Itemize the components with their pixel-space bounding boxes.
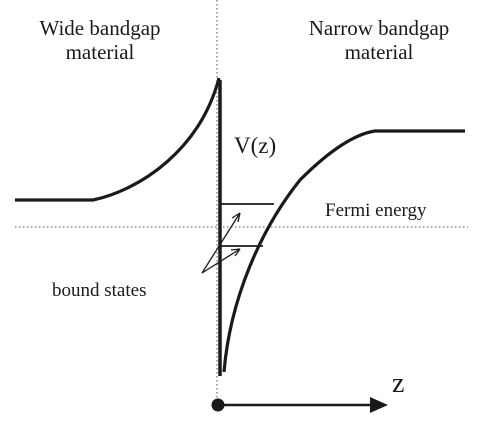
z-axis-arrowhead — [370, 397, 388, 413]
left-band-curve — [15, 77, 221, 202]
left-material-line-2: material — [65, 40, 135, 65]
right-material-line-2: material — [344, 40, 414, 65]
fermi-energy-label: Fermi energy — [325, 200, 427, 221]
bound-state-arrow-1 — [201, 212, 241, 274]
bound-states-label: bound states — [52, 280, 147, 301]
bound-state-arrow-2 — [201, 248, 241, 274]
right-potential-curve — [222, 129, 465, 373]
z-axis-label: z — [392, 368, 405, 399]
left-material-label: Wide bandgap material — [4, 16, 196, 64]
potential-label: V(z) — [234, 133, 277, 158]
left-material-line-1: Wide bandgap — [39, 16, 161, 40]
right-material-line-1: Narrow bandgap — [308, 16, 450, 40]
right-material-label: Narrow bandgap material — [279, 16, 479, 64]
bound-state-arrowhead-1 — [231, 212, 241, 223]
bound-state-arrowhead-2 — [230, 248, 241, 257]
